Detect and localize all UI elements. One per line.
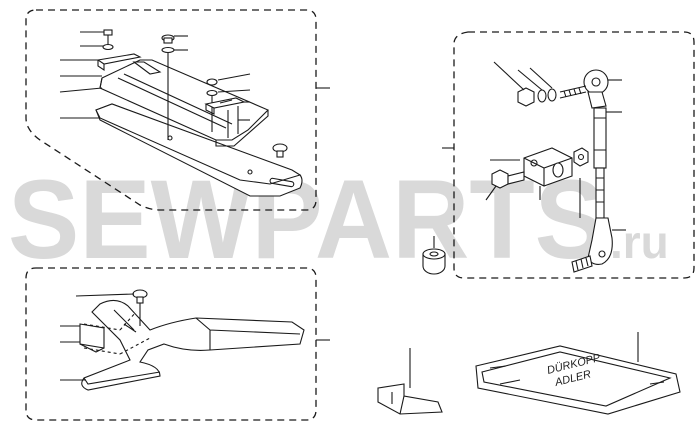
lower-left-fork-assembly <box>25 267 330 421</box>
right-linkage-assembly <box>442 31 695 279</box>
small-guide-plate <box>377 348 443 415</box>
watermark-suffix: .ru <box>610 216 669 268</box>
upper-left-plate-assembly <box>25 9 330 211</box>
rubber-bushing <box>422 236 446 275</box>
spare-parts-package: DÜRKOPP ADLER <box>475 332 681 415</box>
